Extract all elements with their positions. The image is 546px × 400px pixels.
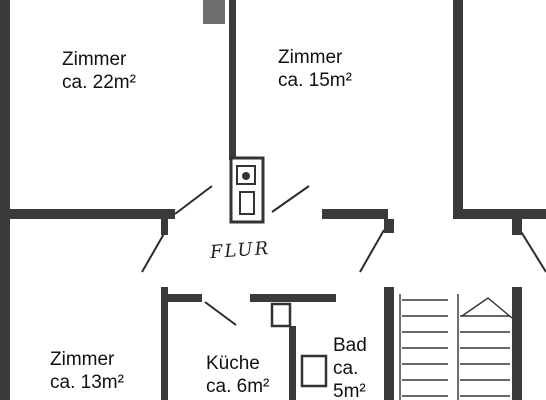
room-area-line1: ca. xyxy=(333,358,359,379)
wall-top-center-right xyxy=(453,0,463,215)
hall-label: FLUR xyxy=(209,237,271,264)
wall-bath-stair xyxy=(384,287,394,400)
wall-horizontal-left xyxy=(10,209,175,219)
toilet-fixture xyxy=(300,354,328,388)
door-top-center xyxy=(271,185,310,213)
door-bottom-left xyxy=(141,231,166,273)
room-name: Zimmer xyxy=(62,49,127,70)
wall-horizontal-mid xyxy=(322,209,388,219)
door-far-right xyxy=(519,229,546,273)
room-area: ca. 15m² xyxy=(278,70,352,91)
wall-horizontal-right xyxy=(453,209,546,219)
wall-kitchen-top-b xyxy=(250,294,336,302)
room-label-top-center: Zimmer ca. 15m² xyxy=(278,46,352,92)
room-label-bottom-left: Zimmer ca. 13m² xyxy=(50,348,124,394)
room-name: Bad xyxy=(333,335,367,356)
room-name: Zimmer xyxy=(50,349,115,370)
room-area: ca. 22m² xyxy=(62,72,136,93)
door-right-room xyxy=(359,229,385,273)
room-area: ca. 13m² xyxy=(50,372,124,393)
room-label-kitchen: Küche ca. 6m² xyxy=(206,352,269,398)
outer-wall-left xyxy=(0,0,10,400)
wall-kitchen-top-a xyxy=(168,294,202,302)
room-area-line2: 5m² xyxy=(333,381,366,400)
room-name: Zimmer xyxy=(278,47,343,68)
room-name: Küche xyxy=(206,353,260,374)
wall-top-left-center xyxy=(229,0,236,160)
chimney-shaft xyxy=(229,156,265,224)
room-label-bathroom: Bad ca. 5m² xyxy=(333,334,367,400)
wall-stair-right xyxy=(512,287,522,400)
wall-kitchen-left xyxy=(161,287,168,400)
door-top-left xyxy=(174,185,213,215)
door-kitchen xyxy=(204,301,237,326)
staircase xyxy=(399,294,513,400)
wall-kitchen-bath xyxy=(289,326,296,400)
room-area: ca. 6m² xyxy=(206,376,270,397)
room-label-top-left: Zimmer ca. 22m² xyxy=(62,48,136,94)
top-fixture xyxy=(203,0,225,24)
kitchen-shaft xyxy=(270,302,292,328)
